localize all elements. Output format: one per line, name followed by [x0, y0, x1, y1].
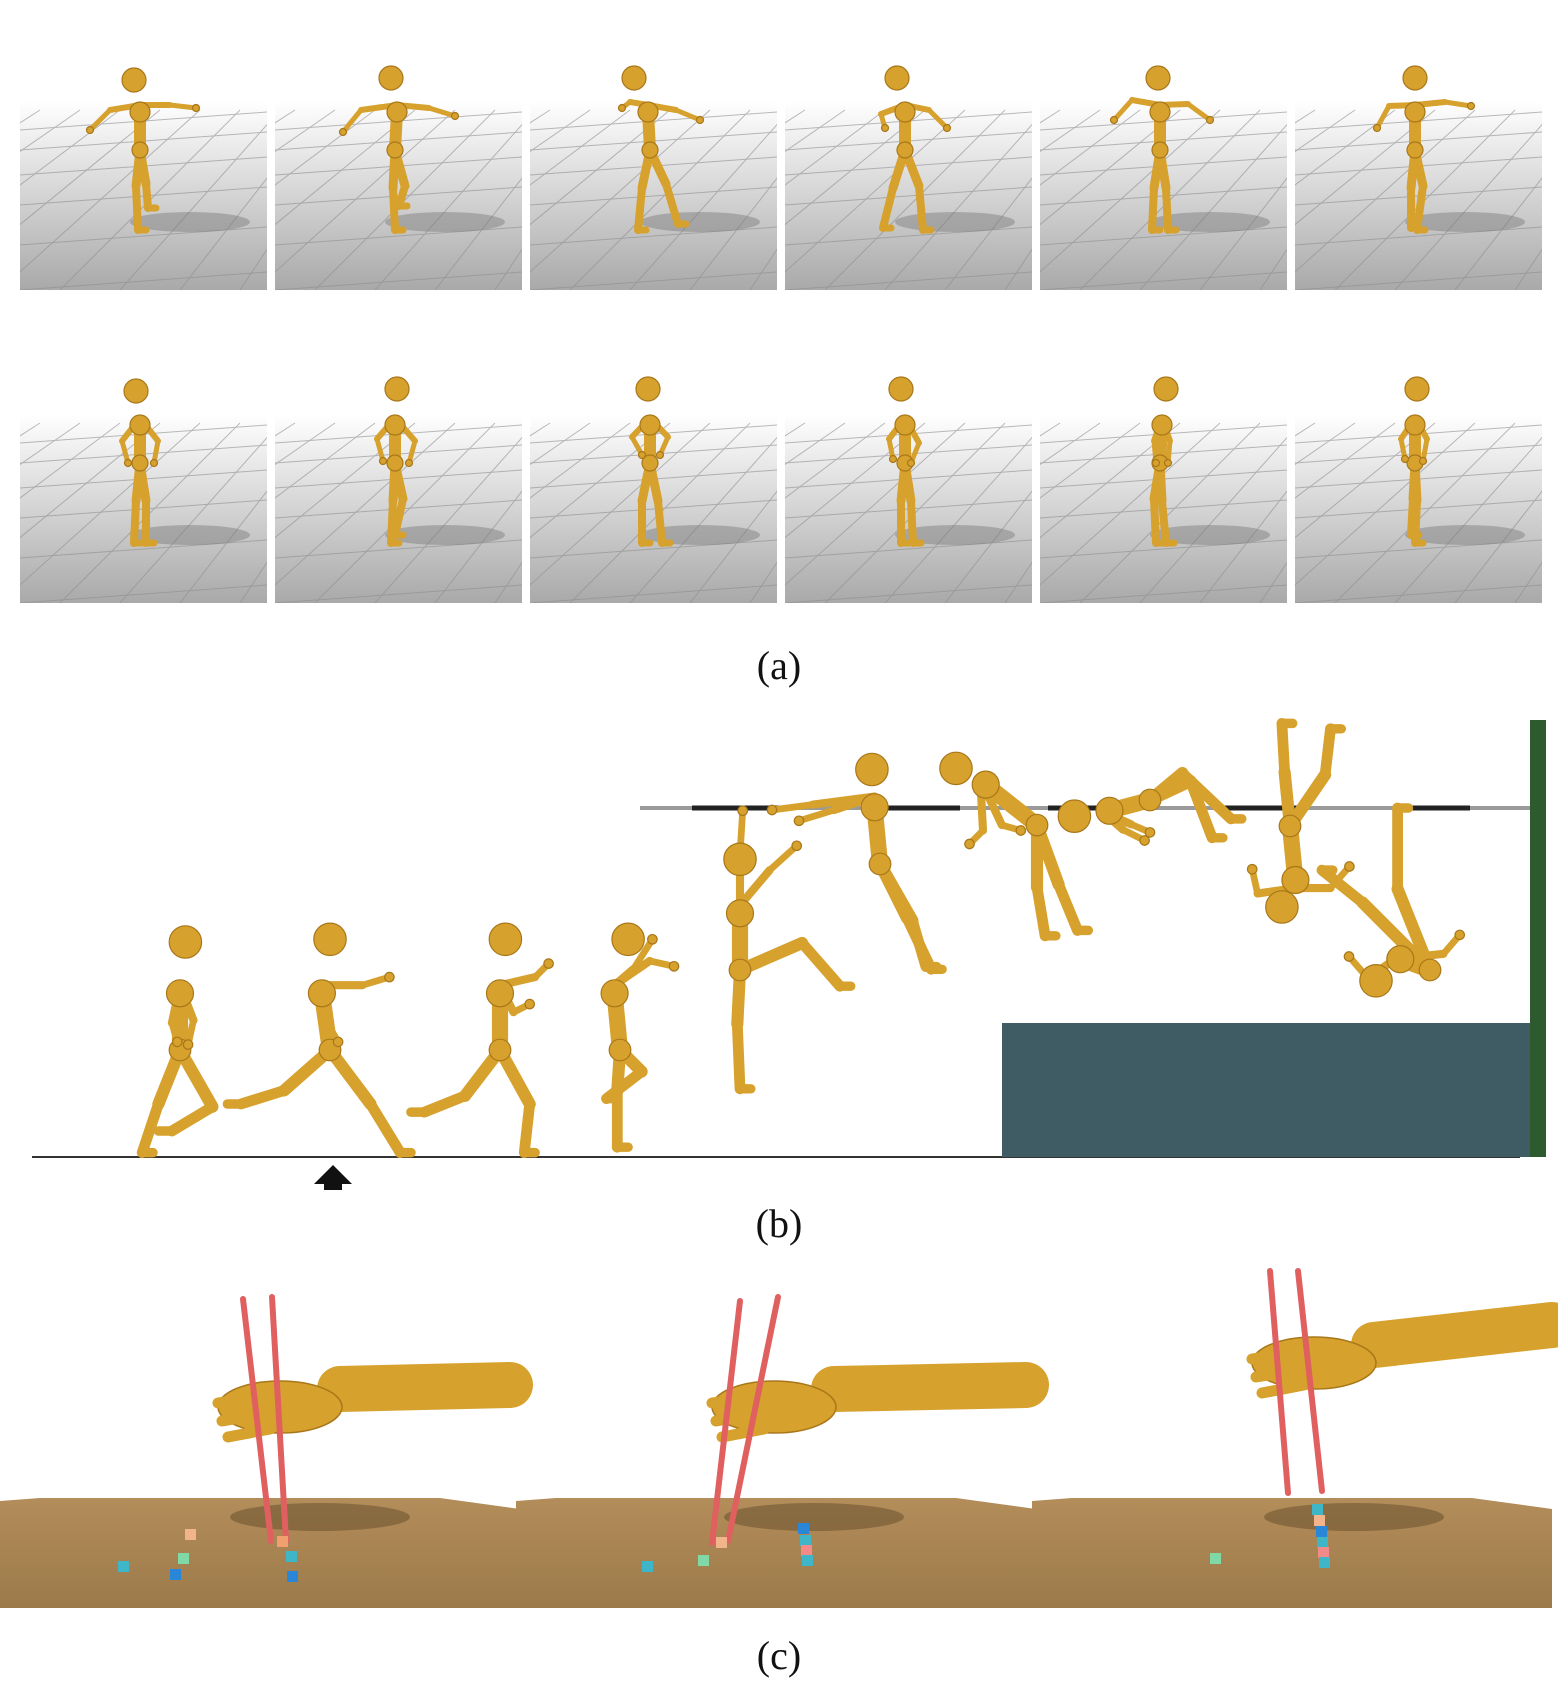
- character-figure: [136, 925, 219, 1159]
- cube: [185, 1529, 196, 1540]
- character-figure: [878, 65, 952, 234]
- cube: [802, 1555, 813, 1566]
- character-figure: [1109, 65, 1215, 234]
- chopstick-scene: [516, 1294, 1049, 1608]
- hand: [1251, 1336, 1377, 1390]
- chopstick: [240, 1296, 274, 1544]
- cube: [1312, 1504, 1323, 1515]
- caption-c: (c): [756, 1633, 802, 1678]
- cube: [178, 1553, 189, 1564]
- character-figure: [939, 751, 1094, 942]
- character-figure: [617, 65, 705, 234]
- finger: [212, 1389, 276, 1409]
- simulation-frame: [785, 313, 1032, 603]
- table: [0, 1498, 520, 1608]
- finger: [1256, 1379, 1310, 1399]
- character-figure: [1149, 376, 1179, 547]
- character-figure: [723, 805, 856, 1095]
- cube: [801, 1545, 812, 1556]
- finger: [216, 1407, 276, 1427]
- wall: [1530, 720, 1546, 1157]
- caption-b: (b): [755, 1201, 803, 1246]
- simulation-frame: [530, 0, 777, 290]
- character-figure: [600, 922, 680, 1153]
- cube: [698, 1555, 709, 1566]
- cube: [277, 1536, 288, 1547]
- landing-platform: [1002, 1023, 1530, 1157]
- cube: [1317, 1537, 1328, 1548]
- up-arrow-icon: [314, 1165, 352, 1190]
- cube: [1318, 1547, 1329, 1558]
- caption-a: (a): [756, 643, 802, 688]
- jump-sequence: [136, 717, 1466, 1159]
- simulation-frame: [1040, 313, 1287, 603]
- character-figure: [119, 378, 161, 547]
- arm: [811, 1362, 1049, 1412]
- chopstick: [269, 1294, 289, 1544]
- panel-b: [0, 710, 1558, 1190]
- simulation-frame: [785, 0, 1032, 290]
- character-figure: [85, 67, 201, 234]
- cube: [170, 1569, 181, 1580]
- arm: [317, 1362, 533, 1412]
- character-figure: [1316, 802, 1466, 998]
- character-figure: [1372, 65, 1476, 234]
- cube: [716, 1537, 727, 1548]
- cube: [287, 1571, 298, 1582]
- cube: [1319, 1557, 1330, 1568]
- character-figure: [1057, 766, 1247, 846]
- character-figure: [1398, 376, 1430, 547]
- finger: [222, 1423, 276, 1443]
- chopstick-scene: [0, 1294, 533, 1608]
- table: [1032, 1498, 1552, 1608]
- panel-a-row-1: [20, 0, 1542, 290]
- cube: [1316, 1526, 1327, 1537]
- cube: [1314, 1515, 1325, 1526]
- chopstick-scene: [1032, 1268, 1558, 1608]
- cube: [286, 1551, 297, 1562]
- simulation-frame: [1040, 0, 1287, 290]
- simulation-frame: [530, 313, 777, 603]
- simulation-frame: [1295, 313, 1542, 603]
- simulation-frame: [20, 0, 267, 290]
- cube: [798, 1523, 809, 1534]
- character-figure: [1246, 717, 1355, 924]
- panel-a-row-2: [20, 313, 1542, 603]
- panel-a: [0, 0, 1558, 700]
- character-figure: [629, 376, 674, 547]
- cube: [1210, 1553, 1221, 1564]
- simulation-frame: [1295, 0, 1542, 290]
- character-figure: [222, 922, 416, 1159]
- cube: [642, 1561, 653, 1572]
- arm: [1351, 1302, 1558, 1368]
- character-figure: [406, 922, 554, 1159]
- character-figure: [338, 65, 460, 234]
- chopstick: [709, 1298, 743, 1546]
- simulation-frame: [275, 313, 522, 603]
- finger: [716, 1423, 770, 1443]
- simulation-frame: [20, 313, 267, 603]
- chopstick: [1295, 1268, 1325, 1494]
- cube: [800, 1535, 811, 1546]
- panel-c: [0, 1255, 1558, 1615]
- cube: [118, 1561, 129, 1572]
- character-figure: [374, 376, 418, 547]
- chopstick: [725, 1294, 781, 1544]
- chopstick: [1267, 1268, 1291, 1496]
- character-figure: [886, 376, 925, 547]
- table: [516, 1498, 1036, 1608]
- simulation-frame: [275, 0, 522, 290]
- character-figure: [766, 752, 947, 975]
